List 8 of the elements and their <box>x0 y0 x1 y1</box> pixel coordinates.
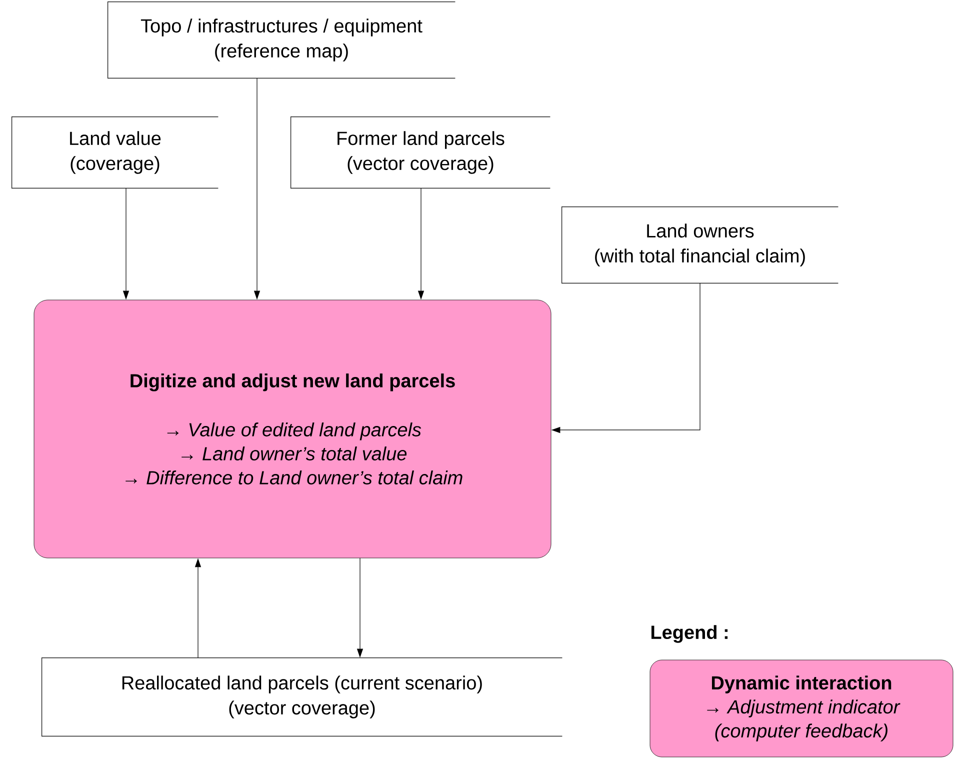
process-box: Digitize and adjust new land parcels → Value of edited land parcels → Land owner’s total value → Difference to Land owner’s total claim <box>34 300 552 558</box>
data-box: Reallocated land parcels (current scenario) (vector coverage) <box>42 657 562 736</box>
data-box: Land owners (with total financial claim) <box>562 206 838 284</box>
legend-box: Dynamic interaction → Adjustment indicator (computer feedback) <box>650 660 954 758</box>
data-box: Former land parcels (vector coverage) <box>290 116 550 188</box>
data-box: Topo / infrastructures / equipment (reference map) <box>108 1 456 78</box>
legend-heading: Legend : <box>651 625 728 643</box>
data-box: Land value (coverage) <box>12 116 218 188</box>
